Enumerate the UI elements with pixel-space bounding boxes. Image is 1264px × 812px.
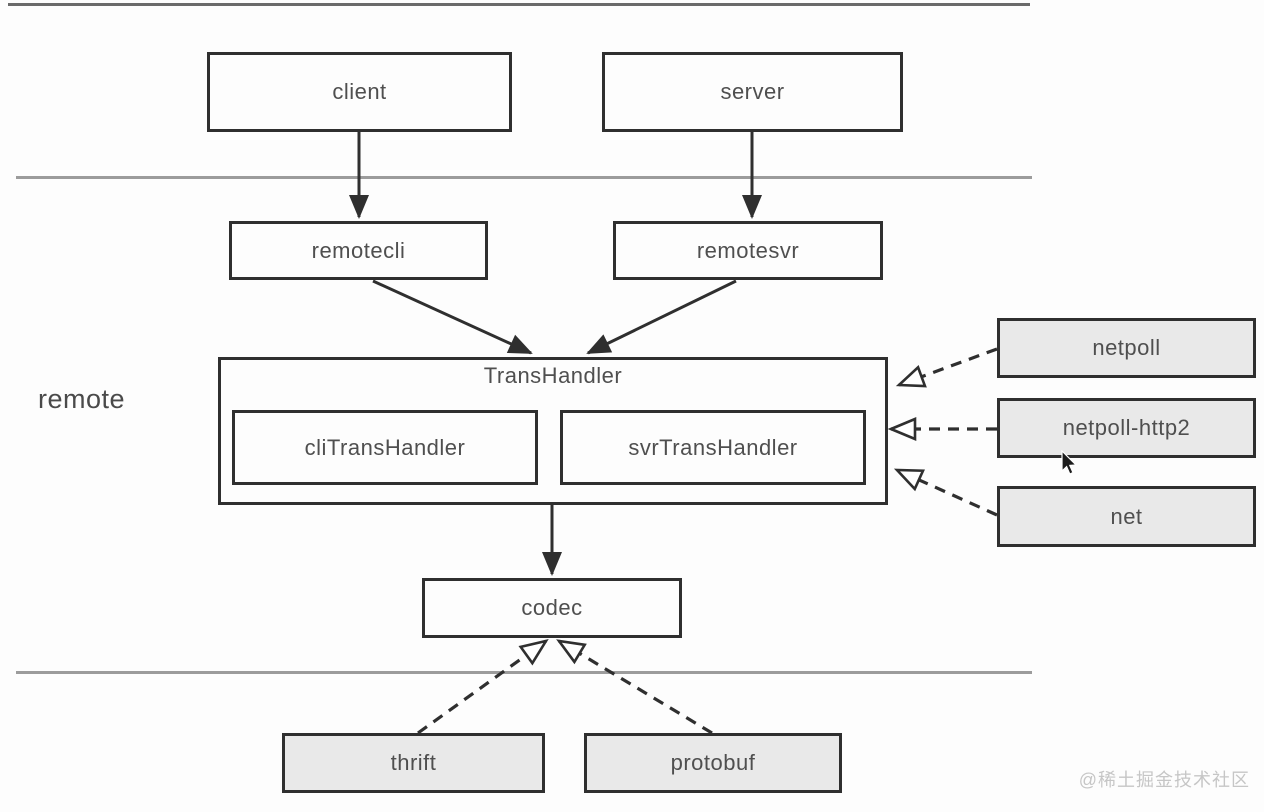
node-transhandler-label: TransHandler [483, 363, 623, 388]
node-cli-transhandler-label: cliTransHandler [304, 434, 466, 460]
node-thrift: thrift [282, 733, 545, 793]
node-netpoll-http2-label: netpoll-http2 [1062, 415, 1191, 440]
node-client: client [207, 52, 512, 132]
node-codec: codec [422, 578, 682, 638]
node-netpoll-label: netpoll [1092, 335, 1161, 360]
node-thrift-label: thrift [390, 750, 437, 775]
edge-thrift-codec [417, 639, 549, 735]
node-svr-transhandler-label: svrTransHandler [628, 434, 798, 460]
node-svr-transhandler: svrTransHandler [560, 410, 866, 485]
node-client-label: client [332, 79, 387, 104]
node-cli-transhandler: cliTransHandler [232, 410, 538, 485]
node-server-label: server [720, 79, 785, 104]
edge-protobuf-codec [556, 639, 713, 735]
section-label-remote: remote [38, 384, 126, 414]
node-net: net [997, 486, 1256, 547]
node-protobuf-label: protobuf [670, 750, 756, 775]
node-protobuf: protobuf [584, 733, 842, 793]
node-remotecli-label: remotecli [311, 237, 406, 263]
node-netpoll-http2: netpoll-http2 [997, 398, 1256, 458]
separator-line-top [8, 3, 1030, 6]
node-remotesvr-label: remotesvr [696, 237, 800, 263]
node-server: server [602, 52, 903, 132]
node-net-label: net [1110, 503, 1143, 529]
watermark-text: @稀土掘金技术社区 [1078, 770, 1250, 790]
separator-line-middle [16, 176, 1032, 179]
separator-line-bottom [16, 671, 1032, 674]
node-netpoll: netpoll [997, 318, 1256, 378]
edge-remotecli-transhandler [372, 279, 533, 355]
edge-netpoll-transhandler [895, 347, 998, 388]
node-codec-label: codec [521, 595, 583, 620]
edge-remotesvr-transhandler [586, 279, 737, 355]
node-remotecli: remotecli [229, 221, 488, 280]
node-transhandler [218, 357, 888, 505]
edge-net-transhandler [893, 468, 998, 517]
node-remotesvr: remotesvr [613, 221, 883, 280]
mouse-cursor-icon [1061, 450, 1078, 475]
